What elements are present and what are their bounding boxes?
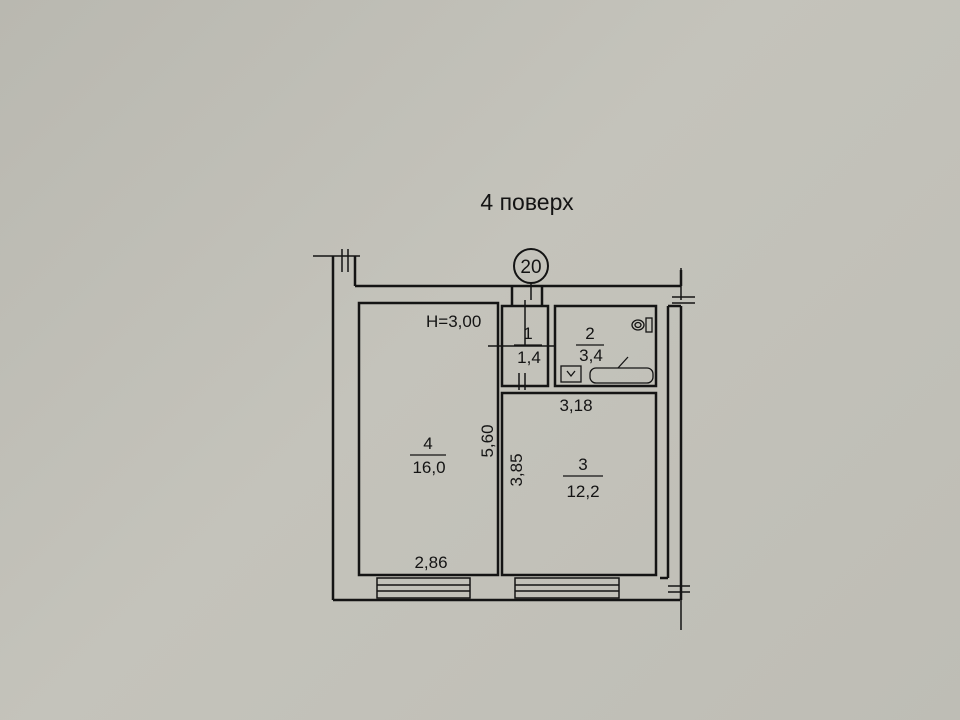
room-3-outline	[500, 391, 658, 577]
room-number: 4	[423, 434, 432, 453]
room-3-width-dimension: 3,18	[559, 396, 592, 415]
room-4-outline	[357, 301, 500, 577]
apartment-number-marker: 20	[513, 248, 549, 300]
room-number: 3	[578, 455, 587, 474]
bathtub-icon	[589, 356, 654, 384]
walls	[331, 256, 683, 602]
room-2-label: 2 3,4	[576, 324, 604, 365]
floor-title: 4 поверх	[480, 189, 574, 215]
room-3-length-dimension: 3,85	[507, 453, 526, 486]
room-1-label: 1 1,4	[514, 324, 542, 367]
window-room-3	[514, 577, 620, 599]
room-2-outline	[553, 304, 658, 388]
ceiling-height: H=3,00	[426, 312, 481, 331]
axis-ticks	[313, 249, 695, 630]
room-area: 3,4	[579, 346, 603, 365]
room-4-width-dimension: 2,86	[414, 553, 447, 572]
room-area: 16,0	[412, 458, 445, 477]
room-area: 1,4	[517, 348, 541, 367]
room-4-length-dimension: 5,60	[478, 424, 497, 457]
toilet-icon	[631, 317, 653, 333]
room-area: 12,2	[566, 482, 599, 501]
room-number: 2	[585, 324, 594, 343]
window-room-4	[376, 577, 471, 599]
room-number: 1	[523, 324, 532, 343]
sink-icon	[560, 365, 582, 383]
apartment-number: 20	[520, 257, 541, 278]
room-3-label: 3 12,2	[563, 455, 603, 501]
room-4-label: 4 16,0	[410, 434, 446, 477]
